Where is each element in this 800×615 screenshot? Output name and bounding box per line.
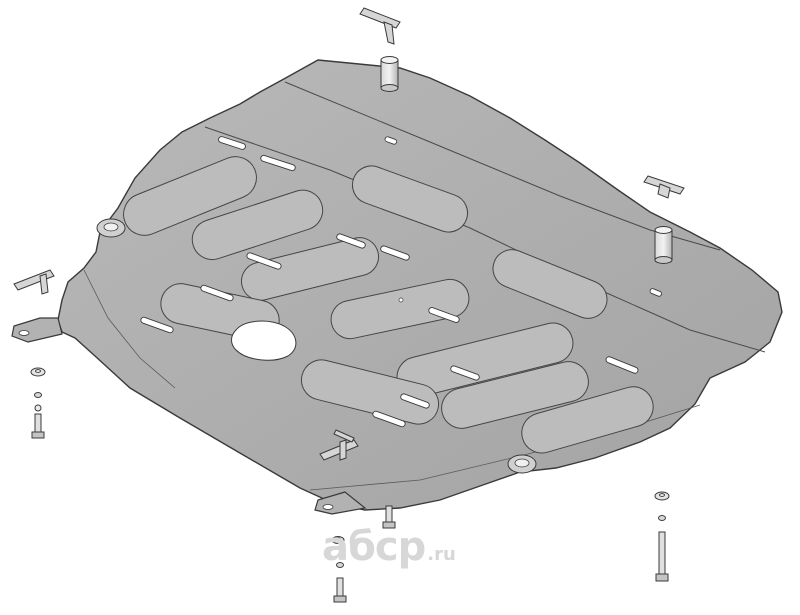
rib [191,189,324,261]
fastener-stack-right [654,491,670,582]
slot [384,136,398,145]
slot [336,233,366,249]
fold-line-front [284,81,721,251]
fold-line-left [83,269,176,389]
rib [123,156,257,236]
bolt-head [382,521,396,529]
bracket-bottom [319,429,359,461]
slot [200,284,234,302]
mount-tab-left [11,317,63,343]
rib [492,249,608,319]
spacer-stud-right [654,226,673,264]
slot [649,288,663,297]
lock-washer [336,562,344,568]
rib [351,165,469,233]
slot [400,393,430,409]
skid-plate [11,59,783,515]
mount-hole-left [18,330,30,336]
small-hole [398,297,404,303]
lock-washer [658,515,666,521]
bolt-head [31,431,45,439]
stiffening-ribs [123,156,654,454]
rib [300,359,440,425]
bracket-right [643,175,685,199]
bolt-head [333,595,347,603]
mount-hole-bottom [322,504,334,510]
drain-opening [231,320,297,361]
slot [450,365,480,381]
watermark-tld: .ru [427,544,456,565]
rib [330,278,470,340]
fastener-stack-left [30,367,46,439]
rib [441,361,589,429]
grommet-right [507,454,537,474]
bolt-head [655,573,669,582]
slot [246,252,282,270]
grommet-left [96,218,126,238]
watermark: aбcp .ru [322,524,492,570]
bracket-left [13,269,55,295]
slot [372,410,406,428]
slot [380,245,410,261]
watermark-main: aбcp [322,524,426,570]
spacer-stud-top [380,56,399,92]
rib [521,386,654,454]
bracket-top [359,7,401,45]
rib [241,237,379,301]
slot [260,154,296,172]
spring-washer [34,404,42,412]
vent-slots [140,136,663,428]
lock-washer [34,392,42,398]
bolt [336,577,344,599]
slot [218,136,246,150]
fastener-stack-bottom [331,505,396,603]
slot [605,356,639,374]
bolt [385,505,393,525]
slot [428,307,460,323]
long-bolt [658,531,666,579]
slot [140,316,174,334]
